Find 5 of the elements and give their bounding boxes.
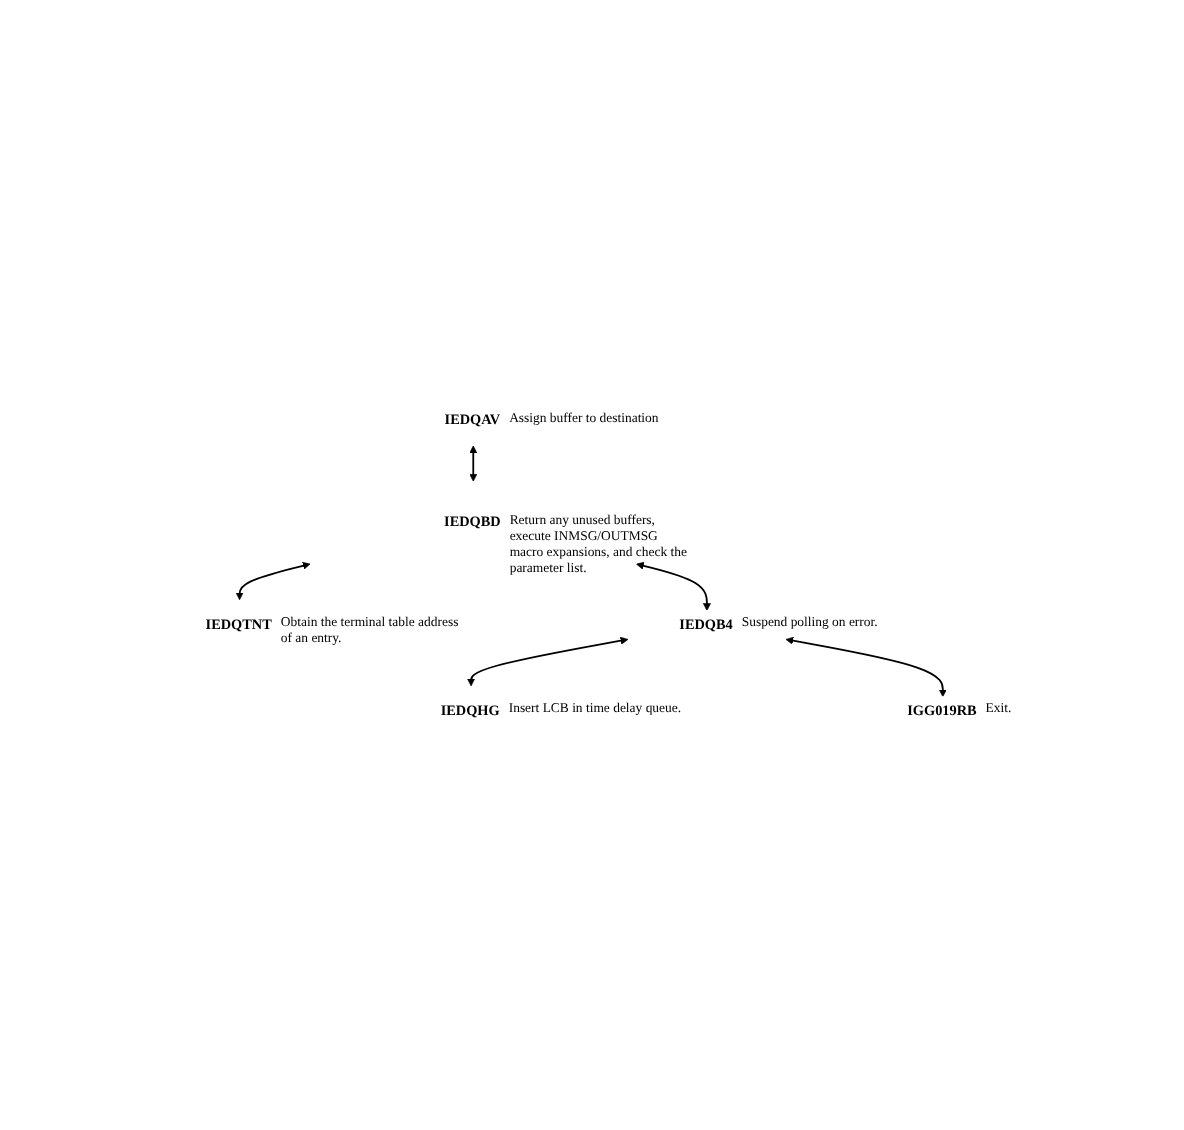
arrow — [467, 636, 629, 686]
arrow — [785, 636, 947, 697]
arrow — [469, 444, 478, 481]
arrow — [636, 561, 711, 611]
arrow — [235, 561, 311, 600]
